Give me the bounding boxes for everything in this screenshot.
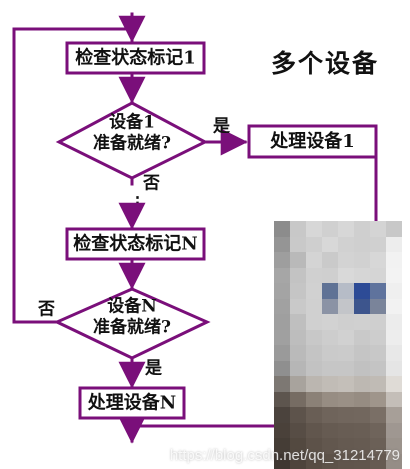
check-status-n-label: 检查状态标记N: [73, 233, 197, 255]
loop-back-line: [12, 27, 134, 322]
device-1-yes-label: 是: [213, 117, 230, 137]
process-device-n-box: [78, 386, 186, 420]
check-status-1-label: 检查状态标记1: [75, 47, 196, 69]
device-n-yes-label: 是: [145, 359, 162, 379]
device-1-no-label: 否: [142, 174, 160, 194]
diagram-title: 多个设备: [271, 49, 380, 78]
process-device-1-label: 处理设备1: [269, 130, 355, 152]
source-watermark: https://blog.csdn.net/qq_31214779: [169, 447, 400, 464]
process-device-1-box: [247, 124, 378, 159]
device-n-no-label: 否: [37, 300, 55, 320]
device-n-decision-line-2: 准备就绪?: [93, 317, 171, 338]
process-device-n-label: 处理设备N: [87, 392, 176, 414]
device-1-decision-line-2: 准备就绪?: [93, 133, 171, 154]
device-1-decision-line-1: 设备1: [109, 112, 155, 133]
pixelated-overlay: [274, 221, 402, 469]
device-n-decision-line-1: 设备N: [107, 296, 157, 317]
check-status-1-box: [65, 41, 206, 75]
device-ellipsis: ⋮: [129, 194, 146, 214]
check-status-n-box: [65, 227, 206, 261]
